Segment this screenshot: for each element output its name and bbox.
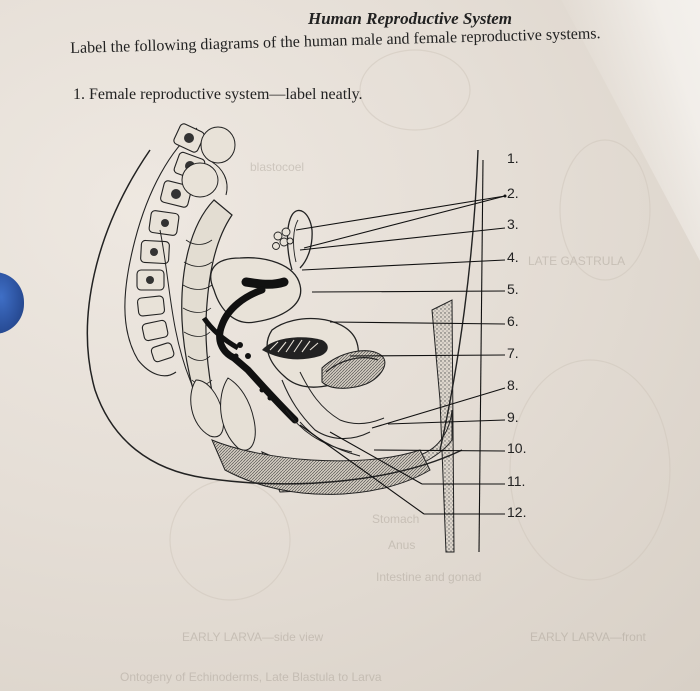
- label-number: 10.: [507, 440, 527, 456]
- vulva-region: [211, 439, 431, 495]
- fimbriae-ovary: [272, 227, 294, 250]
- label-number: 6.: [507, 313, 519, 329]
- label-number: 3.: [507, 216, 519, 232]
- label-number: 12.: [507, 504, 527, 520]
- show-through-text: Ontogeny of Echinoderms, Late Blastula t…: [120, 670, 382, 684]
- label-number: 8.: [507, 377, 519, 393]
- show-through-text: EARLY LARVA—front: [530, 630, 646, 644]
- cervix-canal: [216, 286, 299, 424]
- pubic-bone: [321, 350, 386, 389]
- show-through-text: LATE GASTRULA: [528, 254, 626, 268]
- show-through-text: EARLY LARVA—side view: [182, 630, 324, 644]
- show-through-text: blastocoel: [250, 160, 305, 174]
- gluteal-folds: [190, 377, 256, 451]
- show-through-text: Anus: [388, 538, 416, 552]
- urethra-wall: [281, 379, 371, 440]
- label-number: 1.: [507, 150, 519, 166]
- label-number: 7.: [507, 345, 519, 361]
- worksheet-title: Human Reproductive System: [308, 9, 512, 28]
- section-heading: 1. Female reproductive system—label neat…: [73, 86, 363, 103]
- show-through-text: Intestine and gonad: [376, 570, 482, 584]
- label-number: 11.: [507, 473, 526, 489]
- show-through-text: Stomach: [372, 512, 420, 526]
- label-number: 2.: [507, 185, 519, 201]
- label-number: 5.: [507, 281, 519, 297]
- label-number: 4.: [507, 249, 519, 265]
- body-outline: [86, 149, 463, 485]
- label-number: 9.: [507, 409, 519, 425]
- leader-lines: [295, 159, 506, 553]
